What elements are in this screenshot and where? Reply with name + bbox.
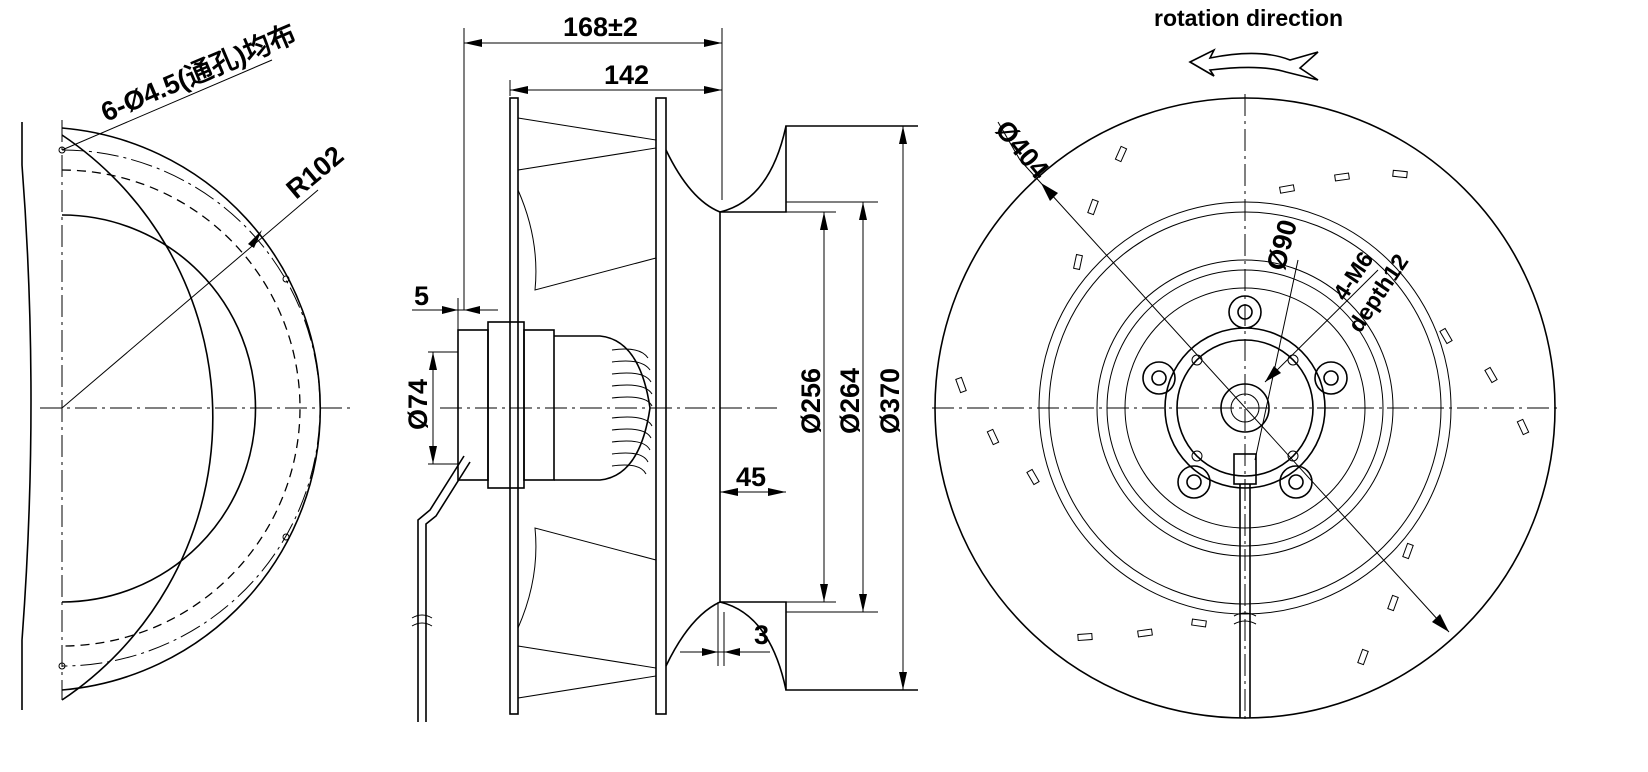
mount-hole <box>58 662 66 670</box>
motor-body <box>523 329 555 481</box>
radius-label: R102 <box>281 140 350 204</box>
inlet-bell-bottom <box>719 601 787 691</box>
flange-break-edge <box>21 122 32 710</box>
mount-hole <box>58 146 66 154</box>
cable-break <box>1233 612 1257 617</box>
inlet-bell-top <box>719 125 787 213</box>
inner-diameter-2-label: Ø264 <box>835 368 865 434</box>
flange-view: R102 6-Ø4.5(通孔)均布 <box>21 18 352 710</box>
hole-callout-label: 6-Ø4.5(通孔)均布 <box>97 18 301 127</box>
radius-arrow <box>248 230 262 248</box>
cone-line-bottom <box>517 527 657 629</box>
hub-diameter-label: Ø74 <box>403 379 433 430</box>
flange-pcd-circle <box>61 149 321 667</box>
blade-bottom <box>517 645 657 699</box>
motor-bosses <box>1142 295 1348 499</box>
overall-length-label: 168±2 <box>563 12 638 42</box>
ext-line <box>997 121 1021 161</box>
cable <box>417 455 465 722</box>
blade-slots <box>955 145 1530 666</box>
outer-diameter-label: Ø370 <box>875 368 905 434</box>
flange-outer-arc <box>61 127 322 691</box>
gap-label: 3 <box>754 620 769 650</box>
cable <box>425 461 471 722</box>
rotor-fins <box>611 348 653 475</box>
offset-label: 5 <box>414 281 429 311</box>
inlet-depth-label: 45 <box>736 462 766 492</box>
hole-leader <box>61 59 273 151</box>
rotation-direction-label: rotation direction <box>1154 5 1343 31</box>
side-view: 168±2 142 <box>403 12 918 722</box>
cone-line-top <box>517 189 657 291</box>
mount-hole <box>282 533 290 541</box>
inner-diameter-1-label: Ø256 <box>796 368 826 434</box>
cable-break <box>411 614 433 619</box>
mount-hole <box>282 275 290 283</box>
flange-outer-edge <box>61 134 214 701</box>
cable-break <box>1233 620 1257 625</box>
cable-gland <box>1233 453 1257 485</box>
inlet-ring-bottom <box>665 601 918 691</box>
inlet-ring-top <box>665 125 918 213</box>
body-length-label: 142 <box>604 60 649 90</box>
front-view: rotation direction <box>932 5 1560 720</box>
dim-line-90 <box>1254 259 1299 461</box>
rotation-arrow <box>1188 48 1319 81</box>
flange-hidden-arc <box>61 169 301 647</box>
back-plate <box>509 97 519 715</box>
thread-leader <box>1264 269 1379 383</box>
impeller-diameter-label: Ø404 <box>989 115 1054 185</box>
dim-line-404 <box>1019 159 1450 633</box>
cable-break <box>411 622 433 627</box>
shroud-plate <box>655 97 667 715</box>
radius-leader <box>61 189 319 409</box>
blade-top <box>517 117 657 171</box>
